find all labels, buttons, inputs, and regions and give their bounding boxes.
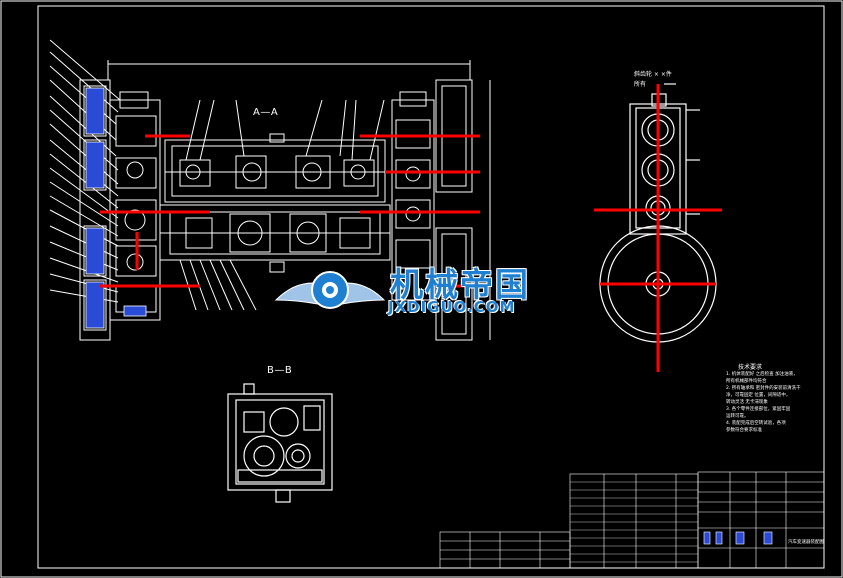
- inner-border: [37, 5, 825, 569]
- requirement-line: 参数符合要求标准: [726, 428, 762, 433]
- section-bb-label: B—B: [267, 365, 293, 376]
- side-view-note-line1: 斜齿轮 × ×件: [634, 71, 672, 78]
- parts-list-table: [439, 473, 699, 569]
- requirement-line: 所有机械部件均符合: [726, 379, 767, 384]
- requirement-line: 1. 机体装配好 之后检查 加注油液，: [726, 372, 798, 377]
- technical-requirements-body: 1. 机体装配好 之后检查 加注油液， 所有机械部件均符合 2. 所有轴承和 密…: [726, 371, 826, 434]
- watermark-brand-en: JXDIGUO.COM: [388, 298, 516, 316]
- requirement-line: 净，可靠固定 位置，间隙适中，: [726, 393, 791, 398]
- requirement-line: 2. 所有轴承和 密封件的安装前清洗干: [726, 386, 801, 391]
- section-aa-label: A—A: [253, 107, 279, 118]
- highlighted-bearing-parts: [85, 87, 147, 329]
- section-aa-centerlines: [100, 134, 480, 288]
- requirement-line: 4. 装配完成后空转试验，各项: [726, 421, 786, 426]
- side-view-note-line2: 所有: [634, 81, 647, 88]
- gear-wings-logo-icon: [274, 271, 386, 309]
- side-view-note: 斜齿轮 × ×件 所有: [634, 70, 672, 90]
- side-view-centerlines: [594, 84, 722, 372]
- watermark: 机械帝国 JXDIGUO.COM: [272, 254, 572, 326]
- requirement-line: 转动灵活 无卡滞现象: [726, 400, 768, 405]
- watermark-brand-cn: 机械帝国: [390, 265, 530, 304]
- technical-requirements-title: 技术要求: [738, 364, 763, 371]
- parts-list-rows: [570, 481, 698, 563]
- title-block: [697, 471, 825, 569]
- title-block-drawing-name: 汽车变速器装配图: [788, 540, 824, 545]
- requirement-line: 运转可靠。: [726, 414, 749, 419]
- requirement-line: 3. 各个零件连接部位，紧固牢固: [726, 407, 791, 412]
- section-aa-view: [49, 39, 491, 341]
- section-bb-view: [227, 383, 333, 503]
